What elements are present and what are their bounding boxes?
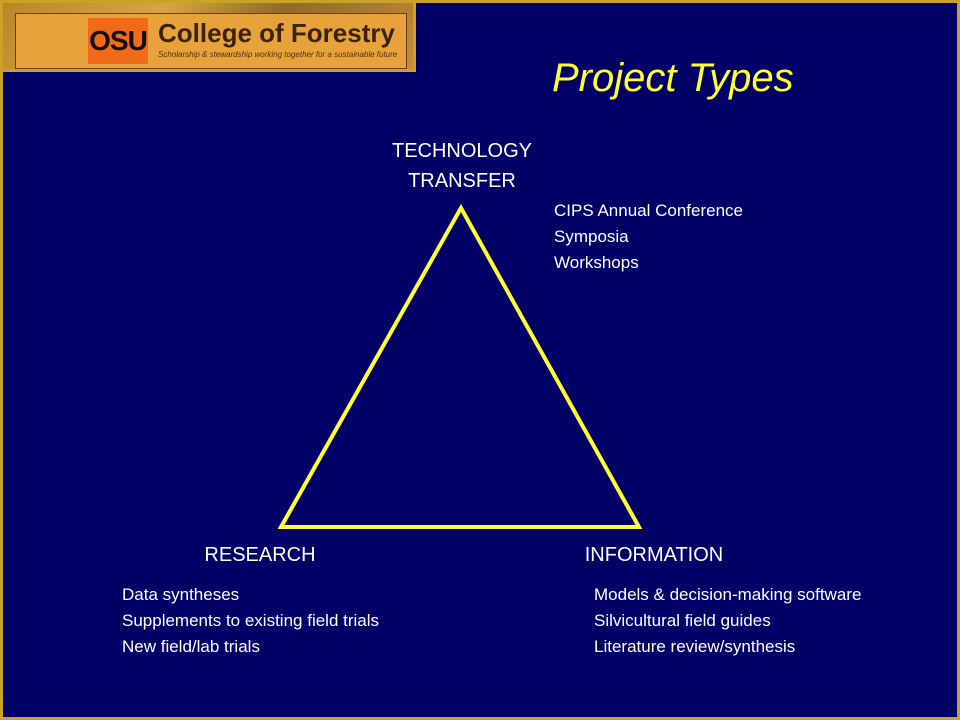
- logo-tagline: Scholarship & stewardship working togeth…: [158, 50, 398, 59]
- list-item: New field/lab trials: [122, 637, 260, 656]
- list-item: Symposia: [554, 227, 629, 246]
- technology-label-line1: TECHNOLOGY: [391, 140, 533, 162]
- information-list: Models & decision-making software Silvic…: [594, 582, 861, 660]
- list-item: Literature review/synthesis: [594, 637, 796, 656]
- logo-name: College of Forestry: [158, 18, 395, 48]
- list-item: CIPS Annual Conference: [554, 201, 744, 220]
- technology-label-line2: TRANSFER: [408, 170, 516, 192]
- logo-banner: OSU College of Forestry Scholarship & st…: [15, 13, 407, 69]
- research-list: Data syntheses Supplements to existing f…: [122, 582, 379, 660]
- college-logo: OSU College of Forestry Scholarship & st…: [0, 0, 416, 72]
- list-item: Workshops: [554, 253, 639, 272]
- technology-transfer-label: TECHNOLOGY TRANSFER: [370, 136, 554, 196]
- osu-mark: OSU: [88, 18, 148, 64]
- technology-transfer-list: CIPS Annual Conference Symposia Workshop…: [554, 198, 743, 276]
- research-label: RESEARCH: [204, 544, 316, 566]
- list-item: Supplements to existing field trials: [122, 611, 380, 630]
- list-item: Data syntheses: [122, 585, 240, 604]
- list-item: Models & decision-making software: [594, 585, 862, 604]
- information-label: INFORMATION: [584, 544, 724, 566]
- list-item: Silvicultural field guides: [594, 611, 771, 630]
- triangle-shape: [277, 203, 643, 529]
- slide-title: Project Types: [552, 56, 794, 100]
